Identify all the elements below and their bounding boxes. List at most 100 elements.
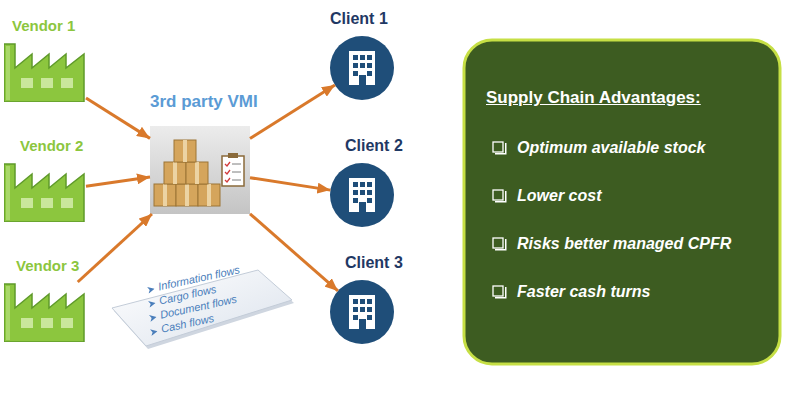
building-window xyxy=(353,63,358,68)
client-circle xyxy=(329,162,395,228)
vmi-node: 3rd party VMI xyxy=(150,126,250,214)
factory-window xyxy=(61,318,73,328)
check-marks xyxy=(225,162,230,182)
factory-sheen xyxy=(6,46,10,100)
factory-body xyxy=(4,284,84,342)
advantage-text: Lower cost xyxy=(517,187,601,204)
cargo-box xyxy=(198,184,220,206)
flow-arrow xyxy=(250,85,335,138)
flows-node: Information flowsCargo flowsDocument flo… xyxy=(108,262,294,350)
building-window xyxy=(367,190,372,195)
checkbox-symbol xyxy=(492,285,507,300)
vendor-label: Vendor 3 xyxy=(16,257,79,274)
panel-fill xyxy=(464,40,780,364)
factory-body xyxy=(4,44,84,102)
adv-node: Supply Chain Advantages: Optimum availabl… xyxy=(462,38,782,366)
flow-bullet xyxy=(148,299,156,307)
circle-fill xyxy=(330,163,394,227)
building-door xyxy=(359,202,366,212)
warehouse-icon xyxy=(150,126,250,214)
building-window xyxy=(353,71,358,76)
factory-window xyxy=(21,318,33,328)
building-window xyxy=(367,55,372,60)
vendor-label: Vendor 2 xyxy=(20,137,83,154)
building-window xyxy=(367,315,372,320)
icon-background xyxy=(150,126,250,214)
flow-arrow xyxy=(78,214,152,282)
client-label: Client 1 xyxy=(330,10,388,28)
box-tape xyxy=(183,140,187,162)
flow-arrow xyxy=(86,98,150,138)
advantages-panel xyxy=(462,38,782,366)
building-window xyxy=(367,198,372,203)
building-window xyxy=(367,71,372,76)
client-node: Client 2 xyxy=(329,162,395,228)
client-node: Client 3 xyxy=(329,279,395,345)
cargo-box xyxy=(176,184,198,206)
building-icon xyxy=(349,295,375,329)
advantage-item: Risks better managed CPFR xyxy=(492,233,731,255)
building-window xyxy=(353,198,358,203)
building-window xyxy=(360,299,365,304)
factory-icon xyxy=(4,282,86,342)
client-node: Client 1 xyxy=(329,35,395,101)
building-window xyxy=(360,307,365,312)
checkbox-symbol xyxy=(492,237,507,252)
building-door xyxy=(359,75,366,85)
building-window xyxy=(367,307,372,312)
box-tape xyxy=(185,184,189,206)
building-window xyxy=(353,182,358,187)
building-icon xyxy=(349,178,375,212)
factory-body xyxy=(4,164,84,222)
factory-window xyxy=(41,198,53,208)
flow-bullet xyxy=(149,313,157,321)
clipboard xyxy=(222,156,244,186)
circle-fill xyxy=(330,280,394,344)
checkbox-symbol xyxy=(492,141,507,156)
building-icon xyxy=(349,51,375,85)
vendor-label: Vendor 1 xyxy=(12,17,75,34)
cargo-box xyxy=(174,140,196,162)
advantage-text: Optimum available stock xyxy=(517,139,706,156)
box-tape xyxy=(173,162,177,184)
factory-icon xyxy=(4,162,86,222)
client-label: Client 2 xyxy=(345,137,403,155)
hub-label: 3rd party VMI xyxy=(150,92,258,112)
factory-window xyxy=(21,198,33,208)
building-window xyxy=(353,190,358,195)
factory-window xyxy=(41,78,53,88)
flow-arrow xyxy=(86,177,150,186)
building-window xyxy=(367,299,372,304)
flow-bullet xyxy=(150,327,158,335)
building-window xyxy=(353,299,358,304)
cargo-box xyxy=(154,184,176,206)
cargo-box xyxy=(186,162,208,184)
building-window xyxy=(353,307,358,312)
advantage-text: Risks better managed CPFR xyxy=(517,235,731,252)
advantage-text: Faster cash turns xyxy=(517,283,650,300)
checkbox-symbol xyxy=(492,189,507,204)
flow-bullet xyxy=(147,285,155,293)
building-window xyxy=(367,63,372,68)
building-window xyxy=(360,55,365,60)
building-window xyxy=(360,63,365,68)
panel-heading: Supply Chain Advantages: xyxy=(486,88,701,108)
client-circle xyxy=(329,35,395,101)
factory-node: Vendor 1 xyxy=(4,42,86,102)
box-tape xyxy=(195,162,199,184)
advantage-item: Faster cash turns xyxy=(492,281,650,303)
building-door xyxy=(359,319,366,329)
factory-window xyxy=(21,78,33,88)
list-lines xyxy=(232,164,241,180)
box-tape xyxy=(163,184,167,206)
building-window xyxy=(353,55,358,60)
advantage-item: Optimum available stock xyxy=(492,137,706,159)
building-window xyxy=(360,182,365,187)
box-tape xyxy=(207,184,211,206)
factory-window xyxy=(61,198,73,208)
cargo-box xyxy=(164,162,186,184)
flow-arrow xyxy=(250,178,330,190)
flow-list: Information flowsCargo flowsDocument flo… xyxy=(146,262,250,336)
factory-sheen xyxy=(6,166,10,220)
